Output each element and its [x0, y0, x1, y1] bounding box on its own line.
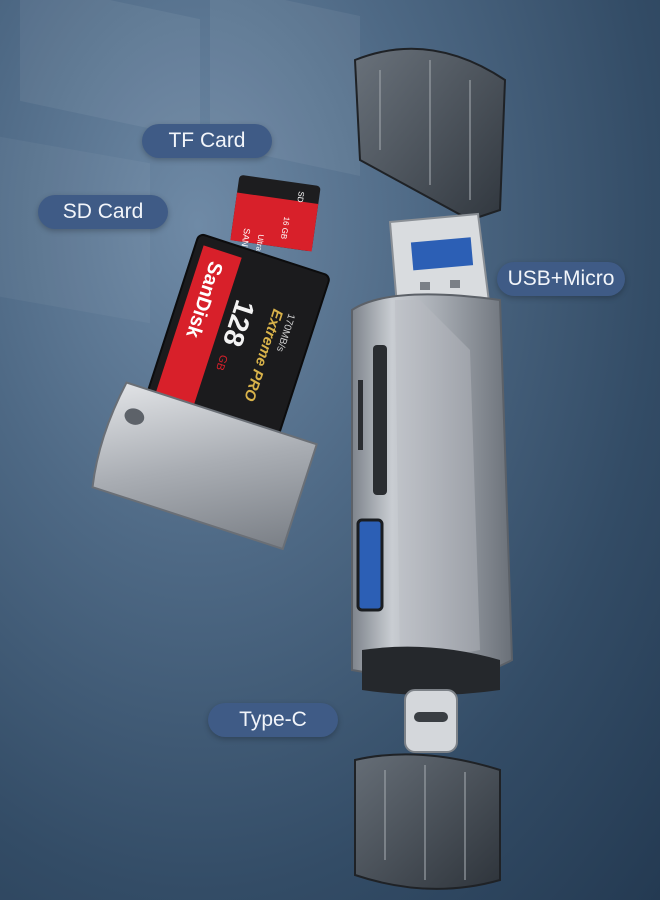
sd-card-capacity-unit: GB — [213, 353, 229, 372]
bottom-cap — [354, 753, 501, 890]
usb-micro-label: USB+Micro — [497, 262, 625, 296]
card-reader-body — [351, 293, 514, 695]
usb-port — [356, 518, 384, 612]
tf-card-slot — [373, 345, 387, 495]
tf-card-label: TF Card — [142, 124, 272, 158]
sd-card-slot — [358, 380, 363, 450]
top-cap — [353, 47, 507, 222]
type-c-plug — [404, 689, 458, 753]
tf-card-line: Ultra — [254, 234, 265, 253]
type-c-label: Type-C — [208, 703, 338, 737]
tf-card-type: SD — [295, 191, 305, 203]
tf-card-capacity: 16 GB — [279, 216, 291, 240]
sd-card-label: SD Card — [38, 195, 168, 229]
sd-card: SanDisk 128 GB Extreme PRO 170MB/s — [144, 233, 330, 445]
usb-flash-drive — [91, 381, 318, 551]
